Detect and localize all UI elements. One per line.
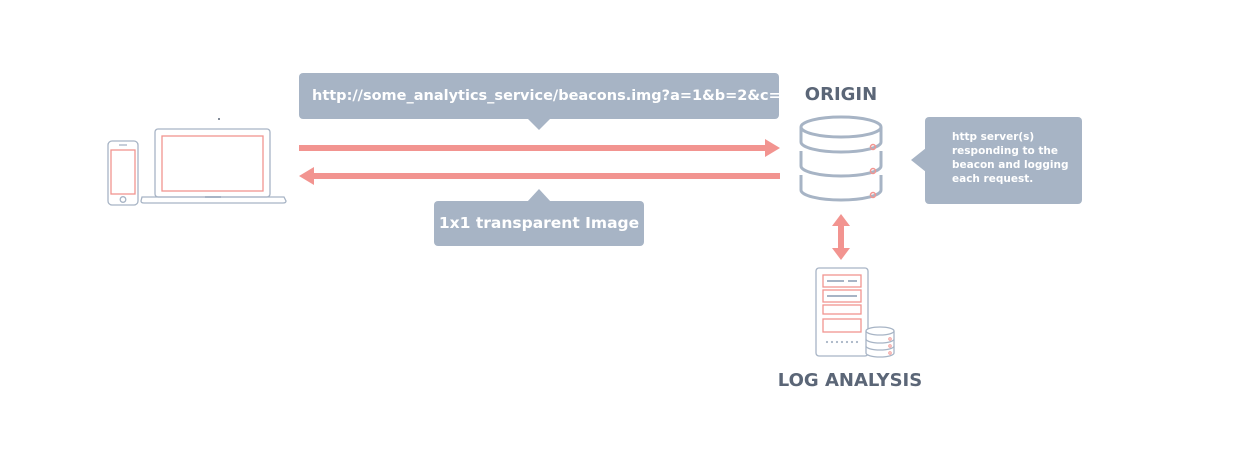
response-callout-pointer	[527, 189, 551, 202]
response-image-callout: 1x1 transparent Image	[434, 201, 644, 246]
response-arrow	[299, 167, 780, 185]
request-callout-pointer	[527, 118, 551, 130]
request-url-text: http://some_analytics_service/beacons.im…	[312, 88, 791, 104]
response-image-text: 1x1 transparent Image	[438, 214, 640, 232]
sync-arrow	[832, 214, 850, 260]
log-server-icon	[815, 267, 895, 358]
server-description-line: http server(s)	[952, 131, 1035, 143]
database-icon	[799, 115, 883, 202]
server-callout-pointer	[911, 148, 926, 172]
server-description-line: beacon and logging	[952, 159, 1069, 171]
laptop-icon	[140, 128, 287, 204]
phone-icon	[107, 140, 139, 206]
origin-label: ORIGIN	[804, 84, 878, 105]
server-description-callout: http server(s) responding to the beacon …	[925, 117, 1082, 204]
request-url-callout: http://some_analytics_service/beacons.im…	[299, 73, 791, 119]
server-description-line: each request.	[952, 173, 1034, 185]
server-description-line: responding to the	[952, 145, 1059, 157]
request-arrow	[299, 139, 780, 157]
log-analysis-label: LOG ANALYSIS	[777, 370, 923, 391]
dot-decoration	[218, 118, 220, 120]
